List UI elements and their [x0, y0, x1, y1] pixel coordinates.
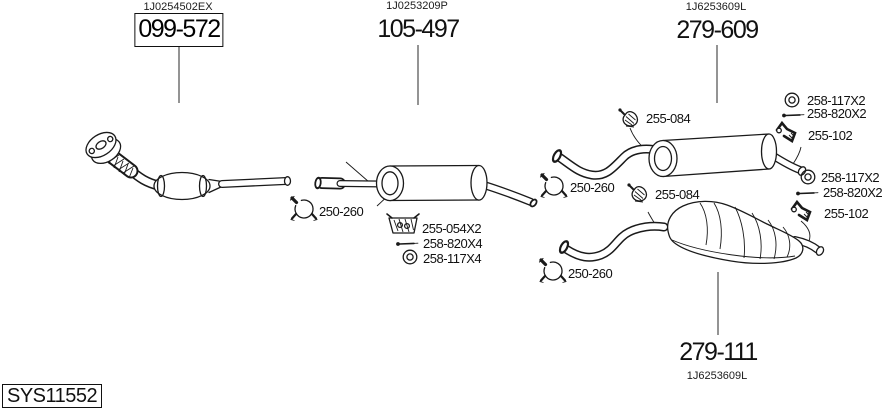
label-bolt-center: 258-820X4 [423, 236, 483, 251]
part-number-rear-muffler-lower[interactable]: 279-111 [679, 338, 758, 366]
front-pipe-drawing [85, 131, 292, 201]
label-hanger-rear-upper: 255-084 [646, 111, 691, 126]
hanger-bracket-icon [790, 200, 812, 222]
rubber-mount-bracket-icon [386, 213, 420, 234]
oem-number-rear-muffler-lower: 1J6253609L [686, 370, 748, 382]
hanger-bracket-icon [775, 121, 797, 143]
rubber-hanger-icon [617, 107, 639, 128]
pipe-clamp-icon [288, 194, 320, 223]
bolt-screw-icon [395, 241, 419, 247]
part-number-rear-muffler-upper[interactable]: 279-609 [676, 16, 759, 44]
label-clamp-rear-upper: 250-260 [570, 180, 615, 195]
label-washer-right-1: 258-117X2 [807, 93, 866, 108]
rear-muffler-lower-drawing [558, 200, 825, 265]
rear-muffler-upper-drawing [551, 127, 807, 180]
label-bracket-right-1: 255-102 [808, 128, 853, 143]
label-washer-center: 258-117X4 [423, 251, 482, 266]
label-bracket-right-2: 255-102 [824, 206, 869, 221]
label-clamp-center: 250-260 [319, 204, 364, 219]
washer-ring-icon [800, 169, 816, 185]
oem-number-center-muffler: 1J0253209P [386, 0, 448, 12]
oem-number-rear-muffler-upper: 1J6253609L [685, 1, 747, 13]
bolt-screw-icon [781, 112, 805, 119]
washer-ring-icon [402, 249, 418, 265]
label-mount-center: 255-054X2 [422, 221, 482, 236]
bolt-screw-icon [795, 190, 819, 197]
pipe-clamp-icon [538, 171, 570, 200]
part-number-front-pipe[interactable]: 099-572 [138, 15, 221, 43]
pipe-clamp-icon [537, 256, 569, 285]
label-clamp-rear-lower: 250-260 [568, 266, 613, 281]
system-id: SYS11552 [7, 385, 98, 407]
oem-number-front-pipe: 1J0254502EX [143, 1, 213, 13]
label-bolt-right-2: 258-820X2 [823, 185, 882, 200]
fitting-icons [288, 92, 819, 285]
label-washer-right-2: 258-117X2 [821, 170, 880, 185]
part-number-center-muffler[interactable]: 105-497 [377, 15, 460, 43]
center-muffler-drawing [314, 161, 538, 208]
part-number-front-pipe-box[interactable]: 099-572 [134, 13, 224, 47]
callout-lines [178, 42, 719, 335]
label-bolt-right-1: 258-820X2 [807, 106, 867, 121]
rubber-hanger-icon [626, 182, 648, 203]
system-id-box: SYS11552 [2, 384, 103, 408]
washer-ring-icon [784, 92, 800, 108]
label-hanger-rear-lower: 255-084 [655, 187, 700, 202]
